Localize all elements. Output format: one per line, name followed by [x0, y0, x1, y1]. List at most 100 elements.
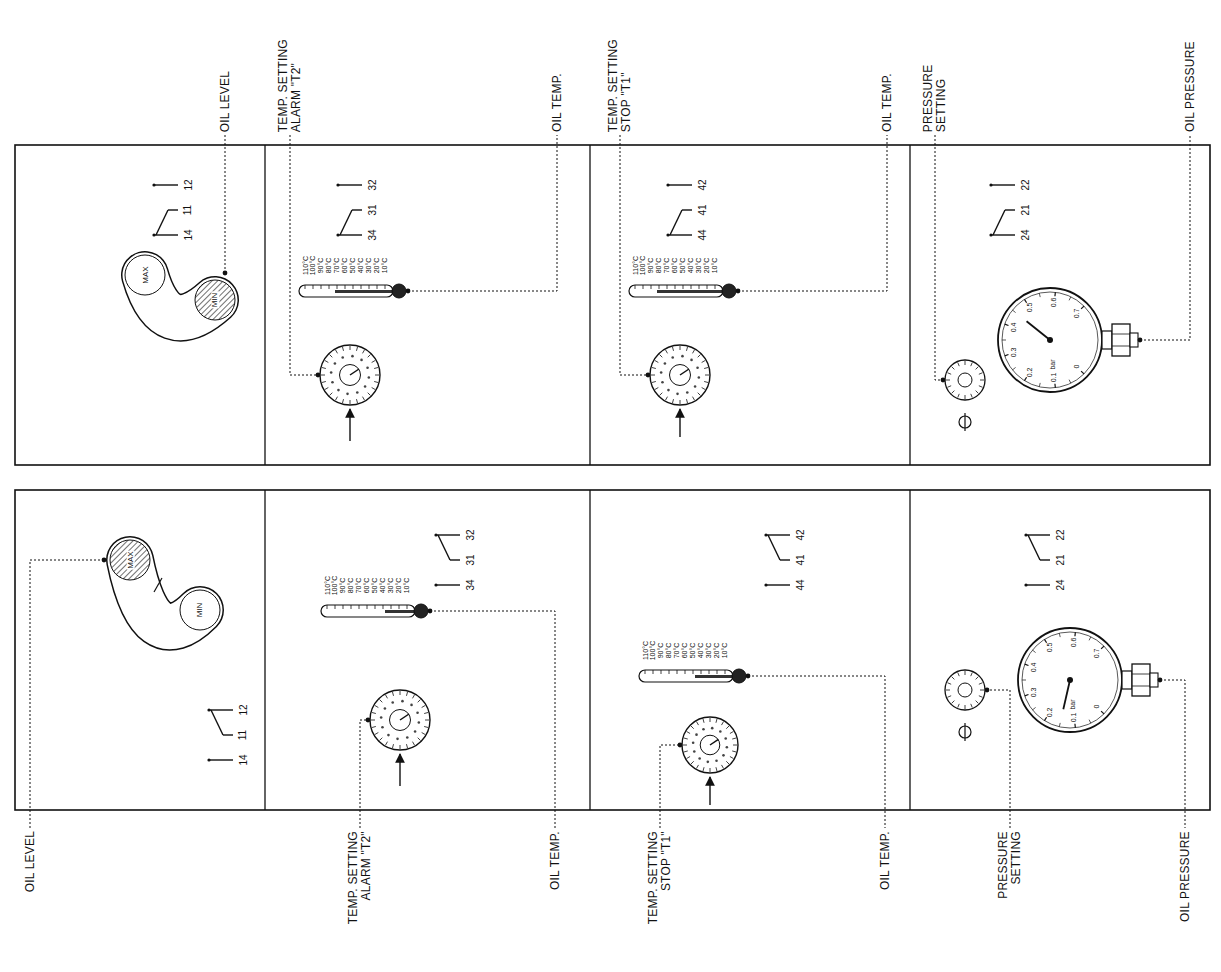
- dial-tick: [386, 742, 388, 745]
- dial-tick: [374, 381, 378, 382]
- terminal-number: 44: [795, 579, 805, 590]
- contact-point: [207, 758, 210, 761]
- callout-label: OIL LEVEL: [219, 71, 232, 132]
- dial-tick: [693, 397, 695, 400]
- dial-pointer: [710, 739, 718, 745]
- dial-tick: [971, 704, 973, 708]
- terminal-number: 14: [183, 229, 193, 240]
- dial-tick: [716, 719, 717, 723]
- dial-mark: [337, 389, 340, 392]
- gauge-tick: [1044, 639, 1046, 642]
- dial-tick: [342, 347, 343, 351]
- contact-point: [989, 183, 992, 186]
- dial-tick: [716, 767, 717, 771]
- cell-divider: [264, 145, 265, 465]
- thermometer-tick: [375, 605, 376, 609]
- thermometer-tick: [669, 670, 670, 674]
- leader-dot: [736, 289, 741, 294]
- dial-tick: [952, 677, 955, 680]
- contact-terminal: [436, 534, 460, 535]
- scale-label: 70°C: [673, 642, 680, 658]
- leader-dot: [428, 609, 433, 614]
- scale-label: 80°C: [325, 257, 332, 273]
- dial-tick: [329, 354, 332, 357]
- dial-tick: [372, 726, 376, 727]
- contact-point: [666, 233, 669, 236]
- thermometer-tick: [635, 285, 636, 289]
- adjust-screw: [964, 723, 965, 741]
- thermometer-tick: [653, 670, 654, 674]
- dial-tick: [726, 761, 729, 764]
- dial-tick: [683, 745, 687, 746]
- dial-tick: [659, 354, 662, 357]
- scale-label: 20°C: [373, 257, 380, 273]
- gauge-label: 0.5: [1046, 643, 1053, 653]
- dial-tick: [958, 362, 960, 366]
- dial-mark: [660, 371, 663, 374]
- dial-tick: [336, 397, 338, 400]
- contact-point: [336, 183, 339, 186]
- terminal-number: 31: [367, 204, 377, 215]
- thermometer-tick: [329, 285, 330, 289]
- scale-label: 100°C: [309, 255, 316, 275]
- scale-label: 30°C: [705, 642, 712, 658]
- dial-tick: [733, 745, 737, 746]
- leader-line: [290, 135, 318, 375]
- dial-tick: [702, 361, 705, 363]
- dial-mark: [671, 356, 674, 359]
- thermometer-mercury: [385, 610, 417, 613]
- dial-tick: [730, 732, 733, 734]
- dial-tick: [952, 701, 955, 704]
- dial-tick: [342, 399, 343, 403]
- gauge-label: 0.7: [1093, 648, 1100, 658]
- leader-dot: [678, 743, 683, 748]
- dial-tick: [666, 397, 668, 400]
- thermometer-tick: [399, 605, 400, 609]
- gauge-label: 0.3: [1010, 348, 1017, 358]
- dial-tick: [655, 388, 658, 390]
- panel-group: [15, 135, 1210, 465]
- contact-common: [682, 209, 692, 210]
- contact-blade: [993, 210, 1005, 235]
- gauge-tick: [1059, 723, 1061, 727]
- terminal-number: 42: [697, 179, 707, 190]
- thermometer-tick: [691, 285, 692, 289]
- dial-tick: [947, 696, 951, 698]
- contact-blade: [1028, 535, 1040, 560]
- dial-mark: [695, 733, 698, 736]
- contact-terminal: [436, 584, 460, 585]
- thermometer-tick: [305, 285, 306, 289]
- thermometer-tick: [685, 670, 686, 674]
- contact-point: [336, 233, 339, 236]
- dial-tick: [971, 394, 973, 398]
- gauge-label: 0.6: [1071, 637, 1078, 647]
- thermometer-mercury: [695, 675, 735, 678]
- contact-terminal: [209, 709, 233, 710]
- dial-tick: [652, 367, 656, 368]
- callout-label: OIL TEMP.: [548, 831, 561, 890]
- thermometer-bulb: [722, 284, 736, 298]
- gauge-tick: [1089, 637, 1091, 641]
- gauge-label: 0.2: [1026, 367, 1033, 377]
- dial-hub: [958, 373, 972, 387]
- scale-label: 10°C: [403, 577, 410, 593]
- terminal-number: 24: [1020, 229, 1030, 240]
- dial-tick: [379, 738, 382, 741]
- temperature-dial: [650, 345, 710, 405]
- level-mark: [125, 255, 165, 295]
- dial-tick: [704, 367, 708, 368]
- dial-tick: [947, 373, 951, 375]
- thermometer-tick: [361, 285, 362, 289]
- dial-tick: [651, 375, 655, 376]
- scale-label: 110°C: [642, 640, 649, 659]
- scale-label: 110°C: [302, 255, 309, 274]
- dial-tick: [425, 720, 429, 721]
- leader-dot: [941, 378, 946, 383]
- scale-label: 10°C: [711, 257, 718, 273]
- scale-label: 40°C: [687, 257, 694, 273]
- gauge-label: 0.1: [1051, 373, 1058, 383]
- thermometer-tick: [675, 285, 676, 289]
- gauge-neck: [1102, 331, 1112, 349]
- thermometer-tick: [313, 285, 314, 289]
- scale-label: 80°C: [347, 577, 354, 593]
